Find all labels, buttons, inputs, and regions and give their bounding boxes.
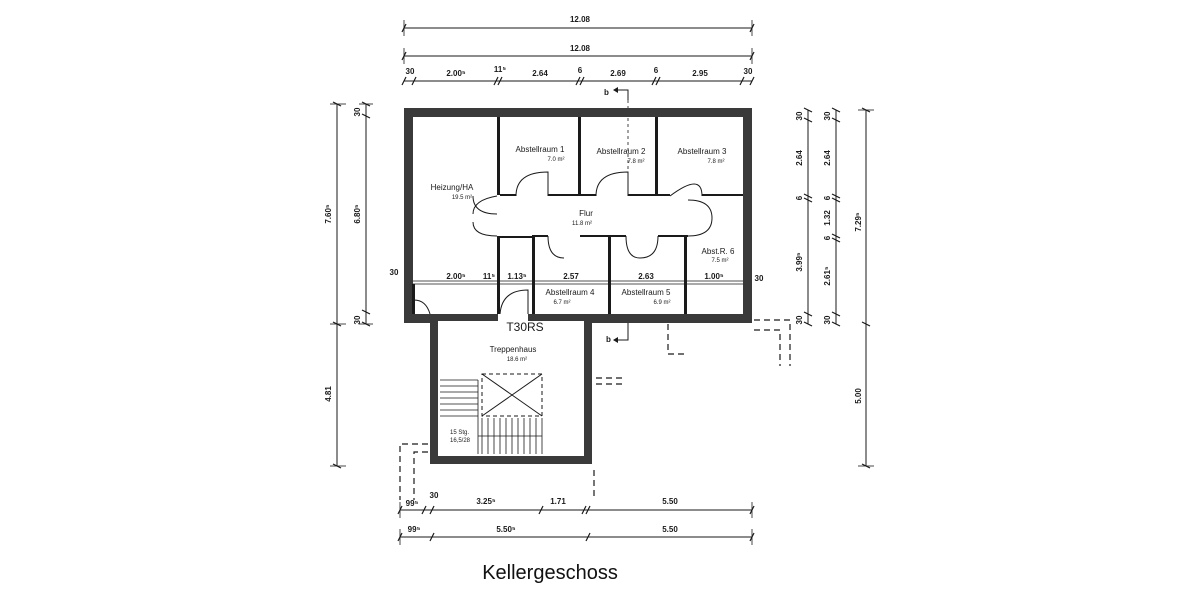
bottom-dimension-chain: 99⁵ 30 3.25⁵ 1.71 5.50 99⁵ 5.50⁵ 5.50	[397, 491, 755, 545]
room-name-abstell1: Abstellraum 1	[516, 145, 565, 154]
dimension-label: 2.64	[532, 69, 548, 78]
room-area-abstell6: 7.5 m²	[711, 258, 728, 264]
floor-plan-title: Kellergeschoss	[482, 562, 618, 584]
room-name-treppenhaus: Treppenhaus	[490, 345, 537, 354]
left-dimension-chain: 7.60⁵ 4.81 30 6.80⁵ 30	[324, 101, 373, 469]
dimension-label: 30	[430, 491, 439, 500]
stair-step-count: 15 Stg.	[450, 430, 469, 436]
dimension-label: 2.00⁵	[446, 272, 466, 281]
room-name-abstell3: Abstellraum 3	[678, 147, 727, 156]
dimension-label: 5.00	[854, 388, 863, 404]
dimension-label: 3.99⁵	[795, 252, 804, 272]
door-label: T30RS	[506, 320, 543, 334]
room-area-abstell1: 7.0 m²	[547, 157, 564, 163]
right-dimension-chain: 30 2.64 6 3.99⁵ 30 30 2.64 6 1.32 6 2.61…	[795, 107, 874, 469]
dimension-label: 4.81	[324, 386, 333, 402]
dimension-label: 30	[390, 268, 399, 277]
section-marker-bottom: b	[606, 322, 629, 344]
dimension-label: 11⁵	[494, 65, 506, 74]
dimension-label: 30	[795, 315, 804, 324]
svg-text:b: b	[606, 335, 611, 344]
staircase	[440, 373, 543, 454]
dimension-label: 1.71	[550, 497, 566, 506]
room-area-abstell4: 6.7 m²	[553, 300, 570, 306]
dimension-label: 6	[823, 195, 832, 200]
dimension-label: 2.00⁵	[446, 69, 466, 78]
dimension-label: 30	[795, 111, 804, 120]
dimension-label: 30	[755, 274, 764, 283]
dimension-label: 99⁵	[406, 499, 419, 508]
room-name-flur: Flur	[579, 209, 593, 218]
dimension-label: 6	[795, 195, 804, 200]
room-area-abstell3: 7.8 m²	[707, 159, 724, 165]
room-area-heizung: 19.5 m²	[452, 195, 472, 201]
dimension-label: 30	[353, 107, 362, 116]
svg-text:b: b	[604, 88, 609, 97]
dimension-label: 30	[744, 67, 753, 76]
dimension-label: 5.50	[662, 497, 678, 506]
dimension-label: 2.95	[692, 69, 708, 78]
dimension-label: 99⁵	[408, 525, 421, 534]
dimension-label: 5.50⁵	[496, 525, 516, 534]
room-labels: Heizung/HA 19.5 m² Abstellraum 1 7.0 m² …	[431, 145, 735, 444]
exterior-outline	[399, 319, 791, 500]
dimension-label: 12.08	[570, 15, 591, 24]
dimension-label: 6	[823, 235, 832, 240]
room-name-abstell6: Abst.R. 6	[702, 247, 735, 256]
dimension-label: 12.08	[570, 44, 591, 53]
room-name-abstell2: Abstellraum 2	[597, 147, 646, 156]
dimension-label: 30	[353, 315, 362, 324]
room-name-heizung: Heizung/HA	[431, 183, 474, 192]
room-name-abstell4: Abstellraum 4	[546, 288, 595, 297]
interior-dimension-row: 30 2.00⁵ 11⁵ 1.13⁵ 2.57 2.63 1.00⁵ 30	[390, 268, 764, 283]
dimension-label: 2.63	[638, 272, 654, 281]
section-marker-top: b	[604, 87, 629, 170]
dimension-label: 2.64	[795, 150, 804, 166]
building-walls	[404, 108, 752, 464]
dimension-label: 30	[823, 315, 832, 324]
dimension-label: 2.64	[823, 150, 832, 166]
dimension-label: 30	[823, 111, 832, 120]
dimension-label: 2.61⁵	[823, 266, 832, 286]
dimension-label: 7.29⁵	[854, 212, 863, 232]
dimension-label: 2.69	[610, 69, 626, 78]
dimension-label: 6.80⁵	[353, 204, 362, 224]
dimension-label: 3.25⁵	[476, 497, 496, 506]
dimension-label: 6	[654, 66, 659, 75]
room-name-abstell5: Abstellraum 5	[622, 288, 671, 297]
dimension-label: 11⁵	[483, 272, 495, 281]
room-area-abstell2: 7.8 m²	[627, 159, 644, 165]
dimension-label: 30	[406, 67, 415, 76]
room-area-treppenhaus: 18.6 m²	[507, 357, 527, 363]
dimension-label: 7.60⁵	[324, 204, 333, 224]
dimension-label: 1.32	[823, 210, 832, 226]
dimension-label: 1.13⁵	[507, 272, 527, 281]
room-area-flur: 11.8 m²	[572, 221, 592, 227]
door-swings	[413, 171, 713, 315]
top-dimension-chain: 12.08 12.08 30 2.00⁵ 11⁵ 2.64 6 2.69 6 2…	[401, 15, 755, 86]
room-area-abstell5: 6.9 m²	[653, 300, 670, 306]
stair-step-ratio: 16,5/28	[450, 438, 471, 444]
dimension-label: 6	[578, 66, 583, 75]
dimension-label: 5.50	[662, 525, 678, 534]
dimension-label: 2.57	[563, 272, 579, 281]
dimension-label: 1.00⁵	[704, 272, 724, 281]
